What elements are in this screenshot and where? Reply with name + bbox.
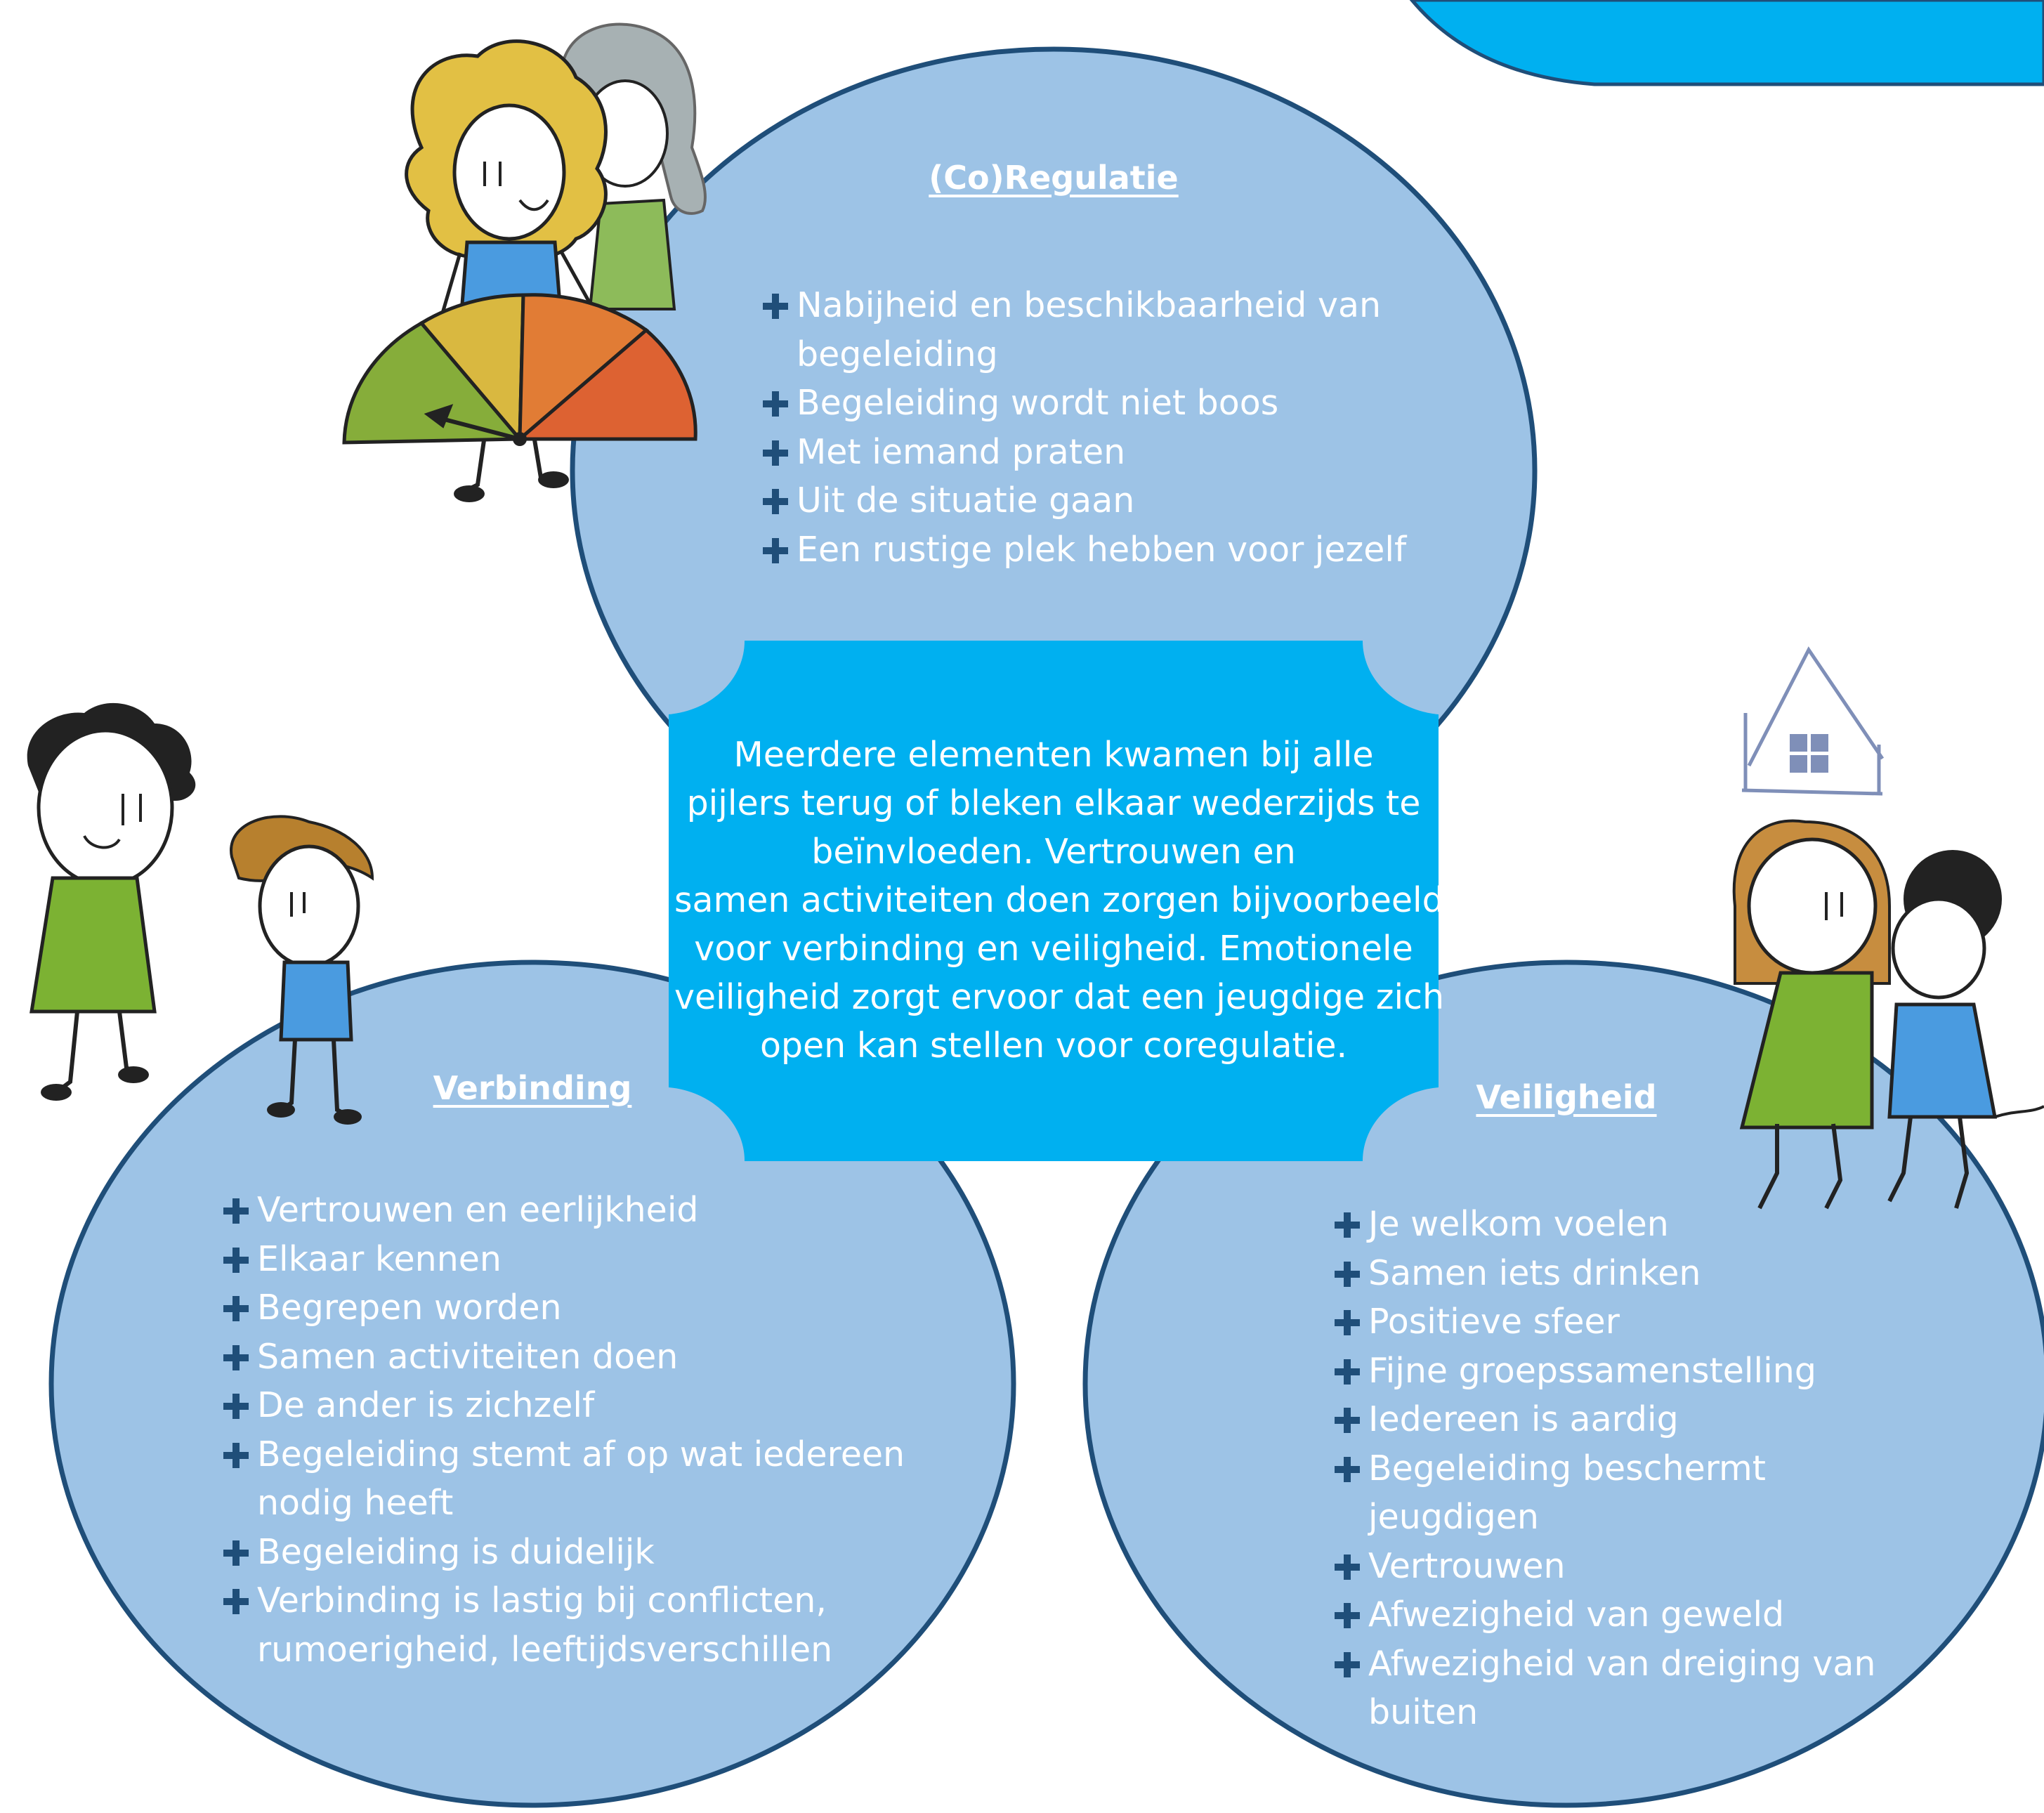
verbinding-item-text: Verbinding is lastig bij conflicten,	[257, 1580, 827, 1621]
verbinding-title: Verbinding	[433, 1069, 632, 1107]
verbinding-item: Begeleiding stemt af op wat iedereen nodi…	[223, 1430, 905, 1528]
plus-icon	[1335, 1261, 1360, 1287]
plus-icon	[763, 440, 788, 466]
veiligheid-item: Iedereen is aardig	[1335, 1395, 1875, 1444]
plus-icon	[1335, 1603, 1360, 1628]
center-text-line: voor verbinding en veiligheid. Emotionel…	[694, 929, 1413, 969]
verbinding-item-text: rumoerigheid, leeftijdsverschillen	[257, 1629, 833, 1670]
coregulatie-item-text: Een rustige plek hebben voor jezelf	[797, 529, 1407, 570]
coregulatie-list: Nabijheid en beschikbaarheid van begeleid…	[763, 281, 1406, 574]
verbinding-item: Elkaar kennen	[223, 1235, 905, 1284]
center-text-line: samen activiteiten doen zorgen bijvoorbe…	[674, 880, 1444, 920]
plus-icon	[1335, 1212, 1360, 1238]
verbinding-item-text: Begeleiding stemt af op wat iedereen	[257, 1434, 905, 1474]
coregulatie-item: Een rustige plek hebben voor jezelf	[763, 525, 1406, 575]
plus-icon	[763, 294, 788, 319]
coregulatie-item-text: Nabijheid en beschikbaarheid van	[797, 285, 1382, 325]
veiligheid-item: Begeleiding beschermt jeugdigen	[1335, 1444, 1875, 1542]
verbinding-item: Begrepen worden	[223, 1283, 905, 1333]
veiligheid-item: Je welkom voelen	[1335, 1200, 1875, 1249]
plus-icon	[223, 1589, 249, 1614]
plus-icon	[1335, 1359, 1360, 1385]
circle-verbinding	[48, 960, 1016, 1808]
coregulatie-item: Uit de situatie gaan	[763, 476, 1406, 525]
verbinding-item: Vertrouwen en eerlijkheid	[223, 1186, 905, 1235]
plus-icon	[223, 1442, 249, 1468]
coregulatie-item: Begeleiding wordt niet boos	[763, 379, 1406, 428]
center-text-line: pijlers terug of bleken elkaar wederzijd…	[686, 783, 1421, 823]
veiligheid-item: Afwezigheid van dreiging van buiten	[1335, 1639, 1875, 1737]
verbinding-item-text: Vertrouwen en eerlijkheid	[257, 1190, 699, 1230]
plus-icon	[223, 1344, 249, 1370]
corner-decoration	[1409, 0, 2044, 86]
verbinding-item-text: nodig heeft	[257, 1483, 454, 1523]
veiligheid-item-text: Positieve sfeer	[1368, 1302, 1620, 1342]
plus-icon	[1335, 1554, 1360, 1580]
veiligheid-item-text: Fijne groepssamenstelling	[1368, 1350, 1816, 1391]
veiligheid-item: Vertrouwen	[1335, 1542, 1875, 1591]
coregulatie-item-text: begeleiding	[797, 334, 998, 374]
veiligheid-item-text: Vertrouwen	[1368, 1545, 1566, 1586]
center-text: Meerdere elementen kwamen bij alle pijler…	[674, 731, 1445, 1070]
veiligheid-item: Positieve sfeer	[1335, 1297, 1875, 1347]
veiligheid-item: Afwezigheid van geweld	[1335, 1590, 1875, 1639]
plus-icon	[1335, 1456, 1360, 1482]
plus-icon	[223, 1247, 249, 1273]
coregulatie-item-text: Uit de situatie gaan	[797, 480, 1135, 521]
verbinding-item-text: Elkaar kennen	[257, 1238, 502, 1279]
veiligheid-item-text: Afwezigheid van dreiging van	[1368, 1643, 1876, 1684]
veiligheid-item: Fijne groepssamenstelling	[1335, 1347, 1875, 1396]
plus-icon	[1335, 1651, 1360, 1677]
verbinding-item: De ander is zichzelf	[223, 1381, 905, 1430]
veiligheid-title: Veiligheid	[1476, 1078, 1657, 1116]
plus-icon	[223, 1296, 249, 1321]
veiligheid-item-text: Afwezigheid van geweld	[1368, 1595, 1785, 1635]
center-text-line: beïnvloeden. Vertrouwen en	[811, 832, 1296, 872]
verbinding-item: Samen activiteiten doen	[223, 1333, 905, 1382]
plus-icon	[223, 1394, 249, 1419]
circle-veiligheid	[1082, 960, 2044, 1808]
veiligheid-item-text: Samen iets drinken	[1368, 1252, 1701, 1293]
plus-icon	[223, 1540, 249, 1566]
plus-icon	[763, 537, 788, 563]
veiligheid-item-text: Begeleiding beschermt	[1368, 1448, 1766, 1488]
coregulation-illustration	[342, 22, 707, 502]
verbinding-item: Begeleiding is duidelijk	[223, 1528, 905, 1577]
coregulatie-item-text: Met iemand praten	[797, 431, 1126, 472]
plus-icon	[1335, 1310, 1360, 1335]
veiligheid-illustration	[1732, 646, 2044, 1210]
center-box	[669, 641, 1439, 1161]
plus-icon	[223, 1198, 249, 1224]
veiligheid-item: Samen iets drinken	[1335, 1249, 1875, 1298]
coregulatie-item: Nabijheid en beschikbaarheid van begeleid…	[763, 281, 1406, 379]
verbinding-item-text: De ander is zichzelf	[257, 1385, 595, 1425]
plus-icon	[763, 489, 788, 514]
coregulatie-title: (Co)Regulatie	[929, 159, 1179, 197]
verbinding-illustration	[27, 702, 374, 1125]
verbinding-item-text: Begrepen worden	[257, 1288, 562, 1328]
center-text-line: Meerdere elementen kwamen bij alle	[733, 735, 1374, 775]
center-text-line: veiligheid zorgt ervoor dat een jeugdige…	[674, 977, 1445, 1017]
verbinding-item: Verbinding is lastig bij conflicten, rumo…	[223, 1576, 905, 1674]
coregulatie-item: Met iemand praten	[763, 428, 1406, 477]
veiligheid-item-text: Iedereen is aardig	[1368, 1399, 1679, 1439]
veiligheid-item-text: Je welkom voelen	[1368, 1204, 1669, 1244]
veiligheid-item-text: buiten	[1368, 1692, 1479, 1732]
verbinding-item-text: Samen activiteiten doen	[257, 1336, 679, 1377]
center-text-line: open kan stellen voor coregulatie.	[759, 1026, 1348, 1066]
verbinding-item-text: Begeleiding is duidelijk	[257, 1531, 655, 1572]
plus-icon	[763, 391, 788, 417]
coregulatie-item-text: Begeleiding wordt niet boos	[797, 383, 1279, 423]
veiligheid-item-text: jeugdigen	[1368, 1497, 1539, 1537]
plus-icon	[1335, 1408, 1360, 1433]
